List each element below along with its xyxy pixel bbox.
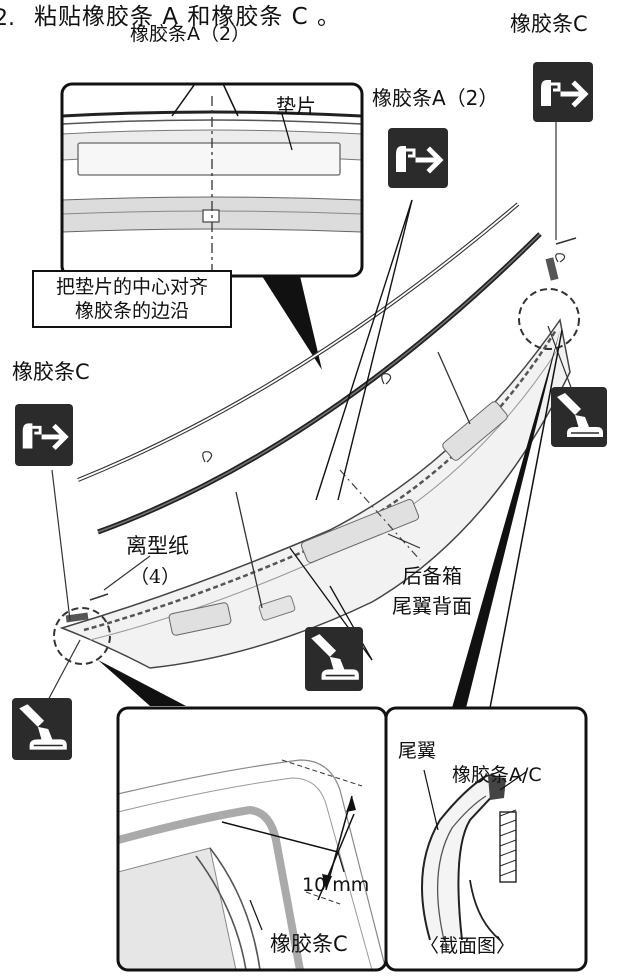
label-spoiler: 尾翼 (398, 740, 437, 762)
label-strip-a2-top: 橡胶条A（2） (130, 23, 251, 45)
hand-press-roller-icon (551, 387, 607, 447)
label-trunk-spoiler-1: 后备箱 (402, 564, 462, 588)
note-line-1: 把垫片的中心对齐 (55, 276, 208, 298)
label-strip-c-left: 橡胶条C (12, 360, 90, 384)
label-shim: 垫片 (276, 94, 316, 118)
step-instruction: 粘贴橡胶条 A 和橡胶条 C 。 (34, 4, 342, 30)
shim-alignment-note: 把垫片的中心对齐 橡胶条的边沿 (32, 270, 232, 328)
label-cross-section: 〈截面图〉 (420, 935, 516, 957)
hand-press-roller-icon (12, 698, 72, 760)
cross-section-inset (386, 708, 586, 970)
label-release-paper: 离型纸 (126, 534, 189, 558)
shim-detail-inset (62, 84, 362, 276)
note-line-2: 橡胶条的边沿 (74, 300, 189, 322)
label-strip-c-bottom: 橡胶条C (270, 932, 348, 956)
label-release-paper-qty: （4） (130, 566, 181, 588)
hand-press-roller-icon (305, 627, 363, 691)
hand-push-arrow-icon (15, 404, 73, 466)
step-number: 2. (0, 6, 15, 31)
label-dimension: 10 mm (302, 874, 370, 896)
spoiler-main-drawing (45, 90, 580, 709)
hand-push-arrow-icon (533, 62, 593, 122)
hand-push-arrow-icon (388, 128, 448, 188)
label-trunk-spoiler-2: 尾翼背面 (392, 594, 472, 618)
label-strip-ac: 橡胶条A/C (452, 764, 542, 786)
label-strip-a2-right: 橡胶条A（2） (372, 86, 499, 110)
label-strip-c-top-right: 橡胶条C (510, 12, 588, 36)
strip-c-position-inset (118, 708, 386, 970)
